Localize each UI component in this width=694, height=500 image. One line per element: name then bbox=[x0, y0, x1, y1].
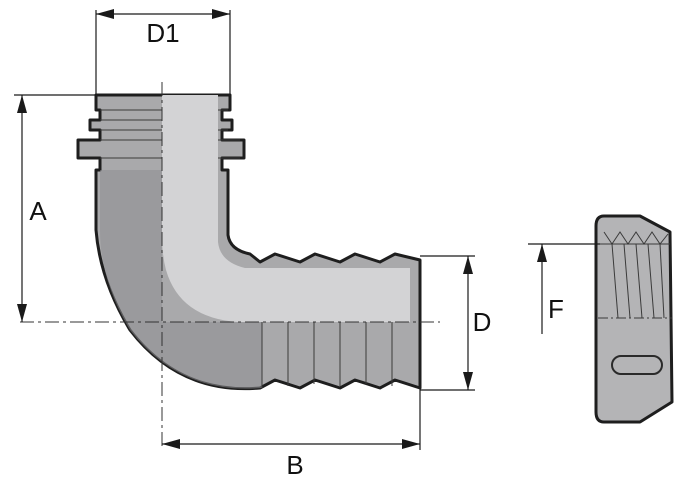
dimension-f: F bbox=[528, 243, 600, 334]
label-d: D bbox=[473, 307, 492, 337]
elbow-bore bbox=[162, 95, 410, 322]
label-f: F bbox=[548, 294, 564, 324]
threaded-cap bbox=[594, 214, 674, 424]
thread-lines bbox=[100, 109, 240, 159]
dimension-a: A bbox=[14, 94, 96, 322]
label-a: A bbox=[29, 196, 47, 226]
dimension-b: B bbox=[162, 388, 421, 480]
dimension-d: D bbox=[420, 255, 492, 391]
label-d1: D1 bbox=[146, 18, 179, 48]
dimension-d1: D1 bbox=[95, 9, 231, 95]
label-b: B bbox=[286, 450, 303, 480]
elbow-shade bbox=[100, 170, 262, 389]
elbow-fitting bbox=[20, 82, 440, 450]
barb-ridges bbox=[261, 322, 393, 388]
cap-slot bbox=[611, 355, 663, 375]
cap-threads bbox=[600, 231, 670, 319]
